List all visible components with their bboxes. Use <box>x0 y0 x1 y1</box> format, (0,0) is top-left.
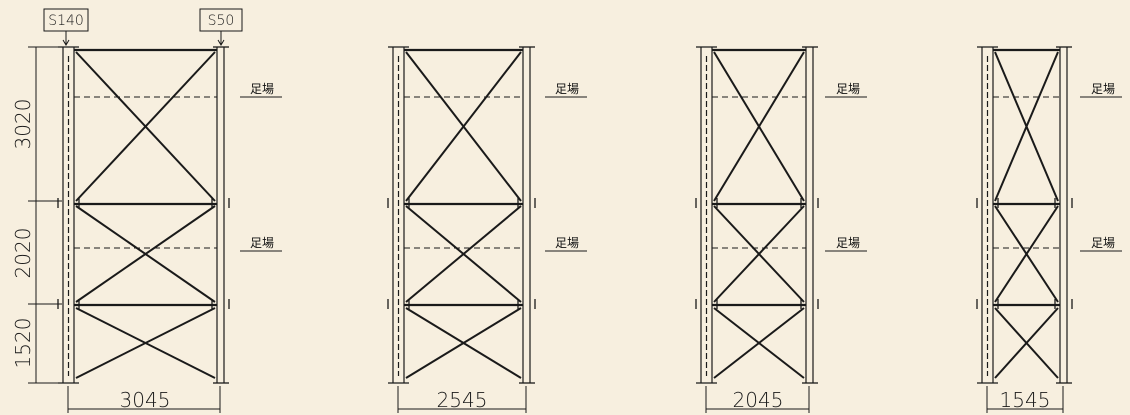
height-dimension <box>28 46 62 384</box>
platform-label-3a: 足場 <box>836 82 860 96</box>
frame-2045 <box>695 46 867 413</box>
frame-3045 <box>57 46 282 413</box>
height-label-2020: 2020 <box>11 228 35 279</box>
tag-s140-label: S140 <box>48 13 84 29</box>
platform-label-4b: 足場 <box>1091 236 1115 250</box>
frame-2545 <box>387 46 587 413</box>
platform-label-2b: 足場 <box>555 236 579 250</box>
width-label-frame-4: 1545 <box>1000 388 1051 412</box>
width-label-frame-2: 2545 <box>437 388 488 412</box>
tag-s50-label: S50 <box>208 13 235 29</box>
platform-label-4a: 足場 <box>1091 82 1115 96</box>
width-label-frame-1: 3045 <box>120 388 171 412</box>
frame-1545 <box>976 46 1122 413</box>
height-label-3020: 3020 <box>11 99 35 150</box>
platform-label-3b: 足場 <box>836 236 860 250</box>
tag-s50 <box>199 8 243 46</box>
platform-label-1b: 足場 <box>250 236 274 250</box>
platform-label-1a: 足場 <box>250 82 274 96</box>
width-label-frame-3: 2045 <box>733 388 784 412</box>
tag-s140 <box>43 8 89 46</box>
platform-label-2a: 足場 <box>555 82 579 96</box>
height-label-1520: 1520 <box>11 318 35 369</box>
